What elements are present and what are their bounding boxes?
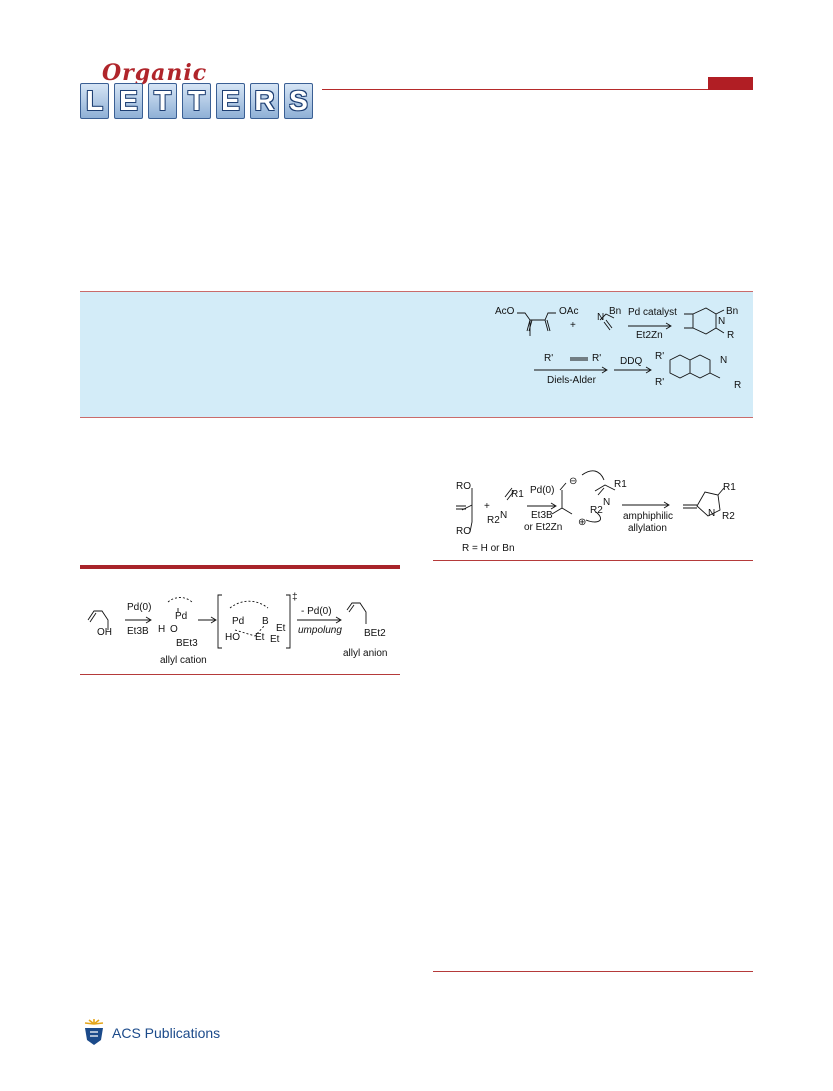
toc-iso-r: R: [734, 380, 742, 391]
logo-letter: S: [284, 83, 313, 119]
header-rule: [322, 89, 753, 90]
ls-ts-ho: HO: [225, 632, 240, 643]
rs-prod-r1: R1: [723, 482, 736, 493]
toc-aco: AcO: [495, 306, 515, 317]
toc-graphic: [80, 291, 753, 418]
rs-et3b: Et3B: [531, 510, 553, 521]
toc-iso-r2: R': [655, 377, 665, 388]
journal-logo: Organic L E T T E R S: [80, 60, 325, 122]
rs-r1: R1: [511, 489, 524, 500]
rs-n: N: [500, 510, 508, 521]
rs-r2: R2: [487, 515, 500, 526]
ls-dagger: ‡: [292, 592, 298, 603]
ls-bet3: BEt3: [176, 638, 198, 649]
toc-alkyne-right: R': [592, 353, 602, 364]
logo-letter: E: [216, 83, 245, 119]
rs-or-et2zn: or Et2Zn: [524, 522, 563, 533]
toc-imine-bn: Bn: [609, 306, 622, 317]
ls-allyl-anion: allyl anion: [343, 648, 388, 659]
toc-additive: Et2Zn: [636, 330, 663, 341]
logo-letter: R: [250, 83, 279, 119]
publisher-name: ACS Publications: [112, 1025, 221, 1041]
rs-prod-n: N: [708, 508, 716, 519]
rs-r-definition: R = H or Bn: [462, 543, 515, 554]
rs-ro-bottom: RO: [456, 526, 471, 537]
left-scheme-bottom-rule: [80, 674, 400, 675]
right-column-bottom-rule: [433, 971, 753, 972]
rs-pd: Pd(0): [530, 485, 555, 496]
ls-allyl-cation: allyl cation: [160, 655, 207, 666]
acs-emblem-icon: [84, 1019, 104, 1045]
toc-plus: +: [570, 320, 576, 331]
toc-product-r: R: [727, 330, 735, 341]
rs-prod-r2: R2: [722, 511, 735, 522]
rs-int-r2: R2: [590, 505, 603, 516]
right-scheme-rule: [433, 560, 753, 561]
left-scheme-top-rule: [80, 565, 400, 569]
toc-imine-n: N: [597, 312, 605, 323]
ls-ts-et2: Et: [255, 632, 265, 643]
ls-umpolung: umpolung: [298, 625, 342, 636]
toc-catalyst: Pd catalyst: [628, 307, 677, 318]
rs-plus: +: [484, 501, 490, 512]
rs-ro-top: RO: [456, 481, 471, 492]
toc-ddq: DDQ: [620, 356, 643, 367]
ls-h: H: [158, 624, 166, 635]
ls-o: O: [170, 624, 178, 635]
toc-product-n: N: [718, 316, 726, 327]
ls-ts-et3: Et: [270, 634, 280, 645]
header-tab: [708, 77, 753, 90]
ls-pd0: Pd(0): [127, 602, 152, 613]
ls-pd: Pd: [175, 611, 188, 622]
ls-ts-pd: Pd: [232, 616, 245, 627]
rs-minus: ⊖: [569, 476, 578, 487]
ls-et3b: Et3B: [127, 626, 149, 637]
ls-ts-b: B: [262, 616, 269, 627]
toc-alkyne-left: R': [544, 353, 554, 364]
toc-iso-n: N: [720, 355, 728, 366]
logo-letter: T: [148, 83, 177, 119]
logo-letter: E: [114, 83, 143, 119]
ls-minus-pd: - Pd(0): [301, 606, 332, 617]
logo-letter: L: [80, 83, 109, 119]
ls-bet2: BEt2: [364, 628, 386, 639]
ls-ts-et1: Et: [276, 623, 286, 634]
ls-oh: OH: [97, 627, 112, 638]
rs-int-n: N: [603, 497, 611, 508]
logo-letter: T: [182, 83, 211, 119]
toc-oac: OAc: [559, 306, 579, 317]
rs-int-r1: R1: [614, 479, 627, 490]
acs-publications-logo: ACS Publications: [80, 1018, 220, 1048]
toc-product-bn: Bn: [726, 306, 739, 317]
rs-amphiphilic: amphiphilic: [623, 511, 674, 522]
rs-plusc: ⊕: [578, 517, 587, 528]
toc-diels-alder: Diels-Alder: [547, 375, 596, 386]
toc-iso-r1: R': [655, 351, 665, 362]
rs-allylation: allylation: [628, 523, 667, 534]
logo-script: Organic: [102, 60, 208, 86]
